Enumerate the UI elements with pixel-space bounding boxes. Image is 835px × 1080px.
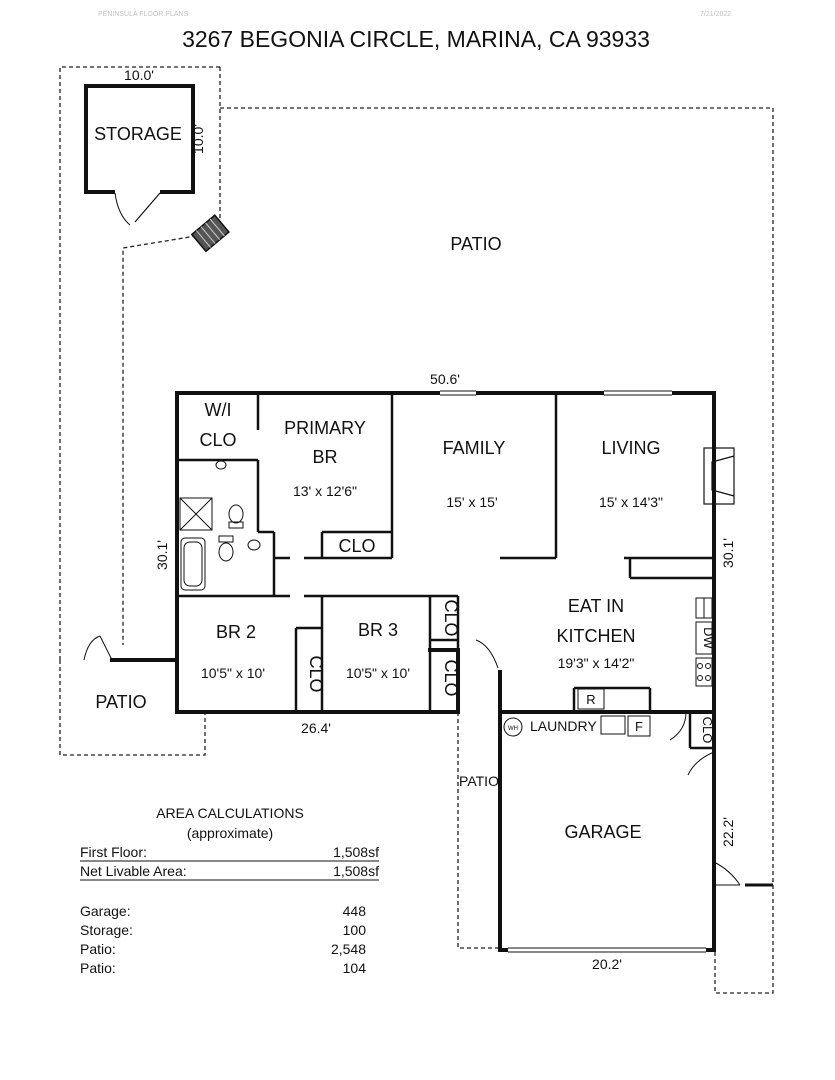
primary-closet-label: CLO (338, 536, 375, 556)
family-label: FAMILY (443, 438, 506, 458)
area-row-label: Garage: (80, 903, 131, 919)
area-row-label: First Floor: (80, 844, 147, 860)
page-title: 3267 BEGONIA CIRCLE, MARINA, CA 93933 (182, 26, 650, 52)
house-depth-right-label: 30.1' (720, 538, 736, 568)
area-title: AREA CALCULATIONS (156, 805, 304, 821)
garage-depth-label: 22.2' (720, 817, 736, 847)
bedroom-wing-width-label: 26.4' (301, 720, 331, 736)
living-dimensions: 15' x 14'3" (599, 494, 663, 510)
storage-shed (84, 84, 195, 226)
garage-width-label: 20.2' (592, 956, 622, 972)
primary-br-label-2: BR (312, 447, 337, 467)
kitchen-label-1: EAT IN (568, 596, 624, 616)
grill-icon (190, 214, 230, 253)
area-row-label: Patio: (80, 941, 116, 957)
br3-label: BR 3 (358, 620, 398, 640)
primary-br-label-1: PRIMARY (284, 418, 366, 438)
wi-clo-label-2: CLO (199, 430, 236, 450)
storage-width-label: 10.0' (124, 67, 154, 83)
laundry-closet-label: CLO (700, 717, 715, 744)
area-row-value: 2,548 (331, 941, 366, 957)
furnace-label: F (635, 719, 643, 734)
storage-depth-label: 10.0' (190, 124, 206, 154)
living-label: LIVING (601, 438, 660, 458)
area-row-label: Net Livable Area: (80, 863, 187, 879)
patio-side-label: PATIO (459, 773, 499, 789)
garage-label: GARAGE (564, 822, 641, 842)
br3-closet-bottom-label: CLO (441, 659, 461, 696)
house-depth-left-label: 30.1' (154, 540, 170, 570)
area-row-label: Storage: (80, 922, 133, 938)
dishwasher-label: DW (701, 627, 716, 649)
area-subtitle: (approximate) (187, 825, 273, 841)
br2-dimensions: 10'5" x 10' (201, 665, 265, 681)
area-calculations-table: AREA CALCULATIONS (approximate) First Fl… (80, 805, 379, 976)
area-row-value: 104 (343, 960, 367, 976)
br3-dimensions: 10'5" x 10' (346, 665, 410, 681)
br2-label: BR 2 (216, 622, 256, 642)
wi-clo-label-1: W/I (205, 400, 232, 420)
bathroom-fixtures (179, 460, 261, 591)
area-row-value: 1,508sf (333, 844, 379, 860)
brand-note: PENINSULA FLOOR PLANS (98, 11, 189, 18)
kitchen-dimensions: 19'3" x 14'2" (558, 655, 635, 671)
br2-closet-label: CLO (306, 655, 326, 692)
plan-date: 7/21/2022 (700, 11, 731, 18)
interior-walls (179, 395, 714, 750)
patio-left-label: PATIO (95, 692, 146, 712)
br3-closet-top-label: CLO (441, 599, 461, 636)
patio-main-label: PATIO (450, 234, 501, 254)
laundry-label: LAUNDRY (530, 718, 597, 734)
primary-br-dimensions: 13' x 12'6" (293, 483, 357, 499)
area-row-value: 448 (343, 903, 367, 919)
patio-boundaries (59, 66, 774, 994)
kitchen-appliances (503, 597, 713, 737)
area-row-value: 1,508sf (333, 863, 379, 879)
storage-label: STORAGE (94, 124, 182, 144)
kitchen-label-2: KITCHEN (556, 626, 635, 646)
family-dimensions: 15' x 15' (446, 494, 497, 510)
fireplace-icon (703, 447, 735, 505)
area-row-value: 100 (343, 922, 367, 938)
refrigerator-label: R (586, 692, 595, 707)
water-heater-label: WH (508, 726, 518, 732)
house-width-label: 50.6' (430, 371, 460, 387)
door-swings (83, 635, 773, 887)
area-row-label: Patio: (80, 960, 116, 976)
